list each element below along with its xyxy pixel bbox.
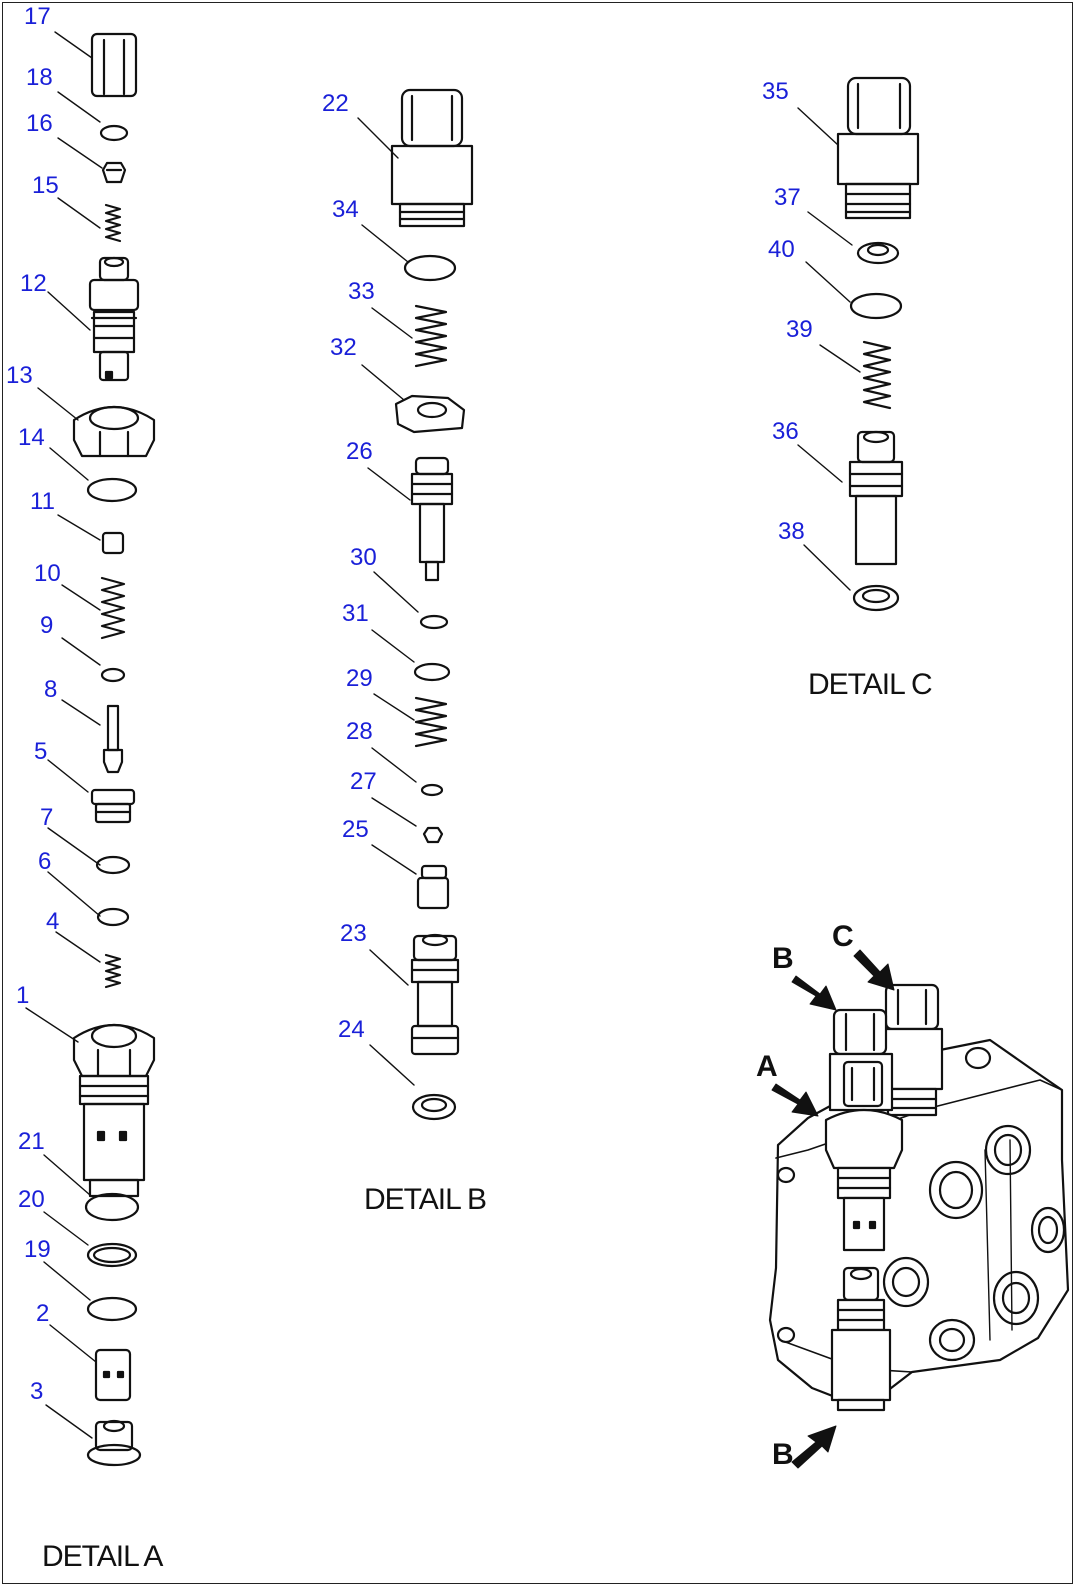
detail-c-title: DETAIL C [808,668,933,701]
part-label-24: 24 [338,1016,365,1043]
part-label-28: 28 [346,718,373,745]
part-label-27: 27 [350,768,377,795]
part-label-33: 33 [348,278,375,305]
part-label-5: 5 [34,738,48,765]
view-arrow-b-lower-label: B [772,1438,794,1471]
valve-assembly-drawing [768,949,1070,1469]
part-label-19: 19 [24,1236,51,1263]
detail-a-drawing [25,31,156,1467]
part-label-13: 13 [6,362,33,389]
detail-c-drawing [797,76,920,612]
part-label-3: 3 [30,1378,44,1405]
part-label-6: 6 [38,848,52,875]
part-label-18: 18 [26,64,53,91]
part-label-4: 4 [46,908,60,935]
drawing-frame [2,2,1073,1584]
part-label-36: 36 [772,418,799,445]
part-label-40: 40 [768,236,795,263]
part-label-25: 25 [342,816,369,843]
view-arrow-b-upper-label: B [772,942,794,975]
view-arrow-c-label: C [832,920,854,953]
part-label-12: 12 [20,270,47,297]
part-label-21: 21 [18,1128,45,1155]
part-label-7: 7 [40,804,54,831]
part-label-9: 9 [40,612,54,639]
part-label-35: 35 [762,78,789,105]
part-label-22: 22 [322,90,349,117]
part-label-11: 11 [30,488,55,515]
part-label-32: 32 [330,334,357,361]
part-label-26: 26 [346,438,373,465]
part-label-14: 14 [18,424,45,451]
part-label-30: 30 [350,544,377,571]
part-label-38: 38 [778,518,805,545]
part-label-34: 34 [332,196,359,223]
part-label-8: 8 [44,676,58,703]
part-label-20: 20 [18,1186,45,1213]
part-label-39: 39 [786,316,813,343]
detail-a-title: DETAIL A [42,1540,163,1573]
part-label-10: 10 [34,560,61,587]
part-label-37: 37 [774,184,801,211]
part-label-15: 15 [32,172,59,199]
part-label-31: 31 [342,600,369,627]
detail-b-title: DETAIL B [364,1183,487,1216]
part-label-1: 1 [16,982,30,1009]
part-label-2: 2 [36,1300,50,1327]
part-label-29: 29 [346,665,373,692]
detail-b-drawing [357,88,474,1121]
part-label-23: 23 [340,920,367,947]
part-label-16: 16 [26,110,53,137]
view-arrow-a-label: A [756,1050,778,1083]
part-label-17: 17 [24,3,51,30]
